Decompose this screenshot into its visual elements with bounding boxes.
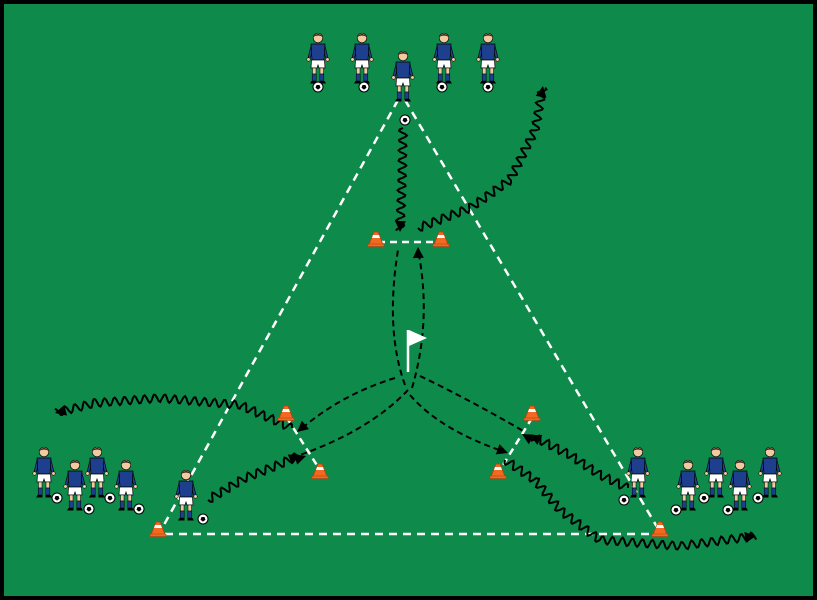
dashed-triangle xyxy=(158,99,662,536)
dashed-runs xyxy=(299,249,526,456)
soccer-ball-icon xyxy=(399,114,411,126)
soccer-ball-icon xyxy=(618,494,630,506)
dashed-line-left xyxy=(158,99,400,533)
dashed-run-to-left-gate xyxy=(299,377,396,431)
soccer-ball-icon xyxy=(436,81,448,93)
soccer-ball-icon xyxy=(670,504,682,516)
dashed-run-to-right-gate xyxy=(409,394,506,453)
soccer-ball-icon xyxy=(51,492,63,504)
pitch-field xyxy=(4,4,813,596)
dribble-path-left-in xyxy=(207,452,302,504)
dashed-run-up-right xyxy=(411,249,425,389)
soccer-ball-icon xyxy=(133,503,145,515)
soccer-ball-icon xyxy=(722,504,734,516)
corner-flag-icon xyxy=(406,330,427,372)
dashed-run-from-right-gate xyxy=(419,375,526,433)
dribble-paths xyxy=(54,87,758,551)
soccer-ball-icon xyxy=(752,492,764,504)
dribble-path-top-down xyxy=(394,127,409,232)
dribble-path-right-out xyxy=(503,459,758,551)
soccer-ball-icon xyxy=(698,492,710,504)
soccer-ball-icon xyxy=(358,81,370,93)
dashed-run-up-left xyxy=(391,249,406,386)
dribble-path-left-out xyxy=(54,393,293,430)
soccer-ball-icon xyxy=(83,503,95,515)
soccer-ball-icon xyxy=(197,513,209,525)
dribble-path-right-in xyxy=(530,434,629,490)
soccer-ball-icon xyxy=(104,492,116,504)
dribble-path-top-out xyxy=(417,87,548,232)
soccer-ball-icon xyxy=(312,81,324,93)
dashed-run-from-left-gate xyxy=(299,389,409,456)
gate-line-left xyxy=(285,417,322,471)
soccer-ball-icon xyxy=(482,81,494,93)
